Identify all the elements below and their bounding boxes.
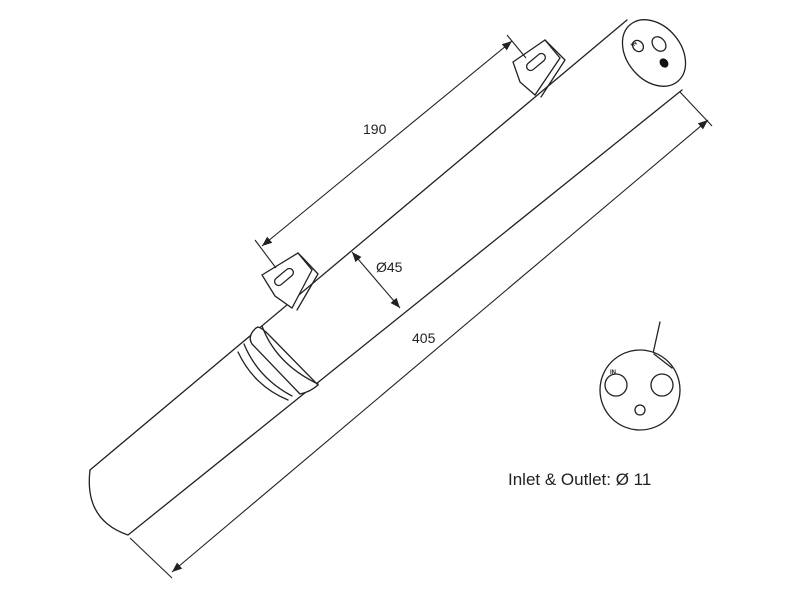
detail-in-label: IN [610, 370, 616, 376]
inlet-outlet-note: Inlet & Outlet: Ø 11 [508, 470, 652, 489]
upper-bracket-slot [525, 52, 547, 72]
dim-length: 405 [129, 91, 713, 579]
dim-bracket-spacing: 190 [254, 34, 527, 269]
dim-diameter: Ø45 [351, 251, 403, 309]
port-detail-view: IN [599, 321, 681, 431]
dim-190-label: 190 [363, 121, 387, 137]
end-cap-port-out [651, 36, 667, 52]
detail-center-hole [634, 404, 646, 416]
cylinder-bottom-edge [88, 89, 683, 536]
dim-405-label: 405 [412, 330, 436, 346]
upper-bracket [512, 39, 566, 98]
end-cap-center-hole [659, 58, 669, 68]
lower-bracket [261, 252, 319, 311]
end-cap-in-label: IN [630, 40, 638, 48]
drier-cylinder [88, 19, 683, 536]
dim-diameter-label: Ø45 [376, 259, 403, 275]
detail-port-in [604, 373, 628, 397]
detail-port-out [650, 373, 674, 397]
cylinder-end-cap: IN [621, 19, 687, 87]
detail-outer-circle [599, 349, 681, 431]
end-cap-port-in [631, 39, 645, 53]
